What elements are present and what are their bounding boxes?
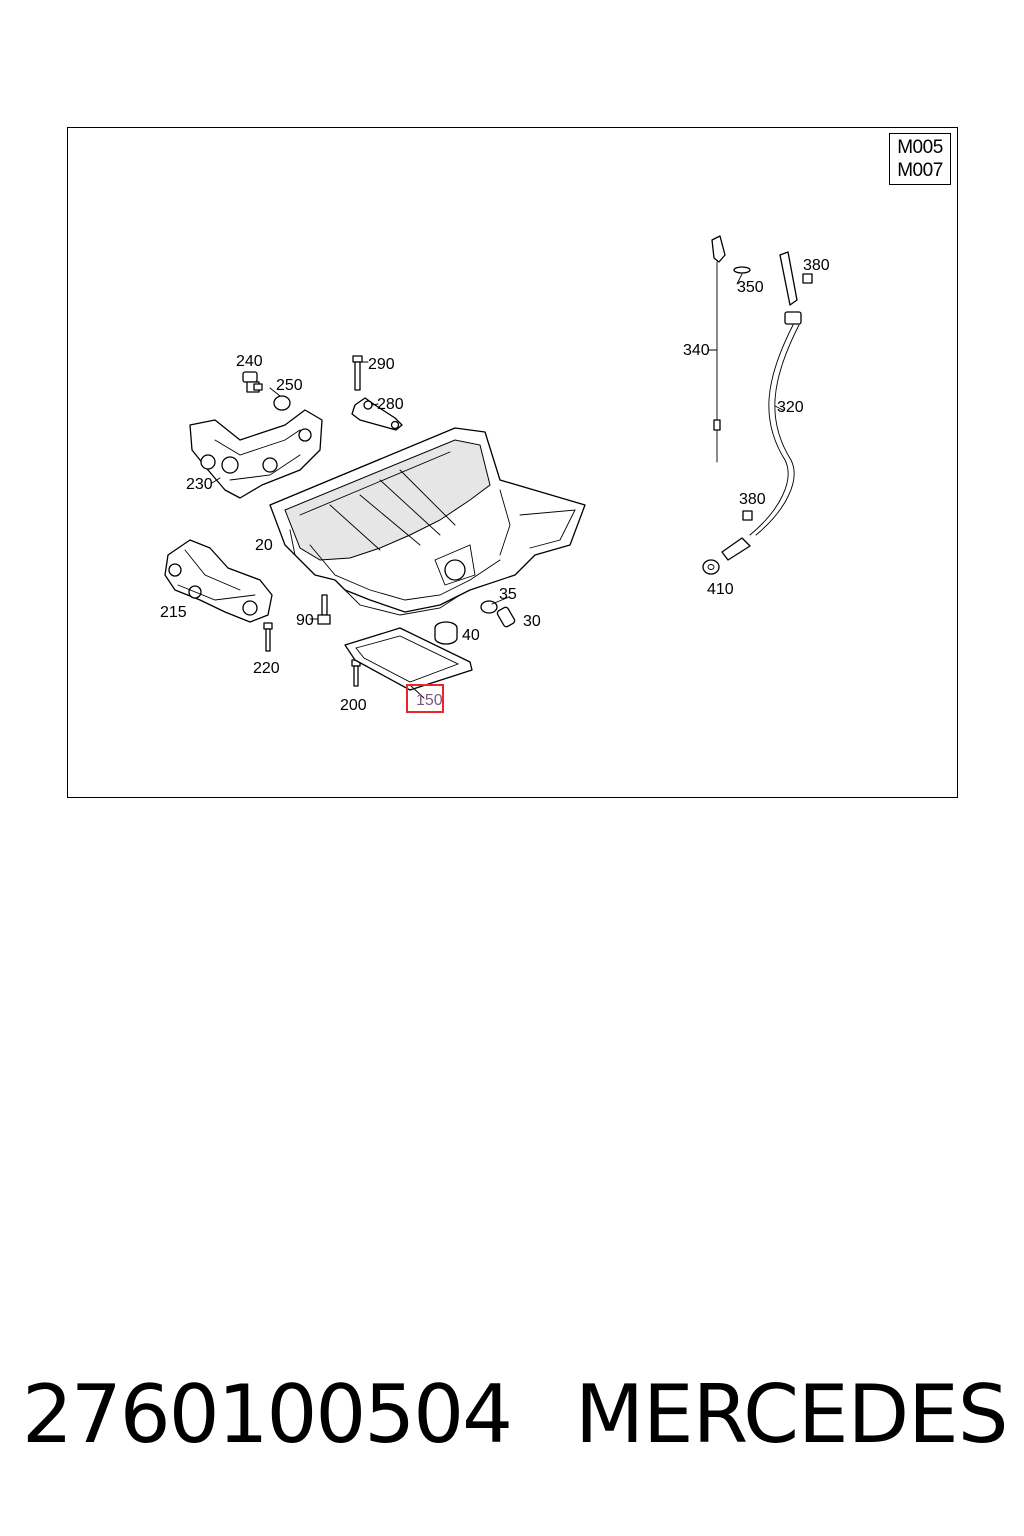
oil-pan xyxy=(269,427,586,616)
callout-290: 290 xyxy=(368,356,395,373)
callout-90: 90 xyxy=(296,612,314,629)
bracket-230 xyxy=(189,409,323,499)
bolt-240 xyxy=(242,371,263,393)
bolt-380-upper xyxy=(802,273,813,284)
bracket-215 xyxy=(164,539,273,623)
callout-150[interactable]: 150 xyxy=(416,692,443,709)
callout-340: 340 xyxy=(683,342,710,359)
callout-220: 220 xyxy=(253,660,280,677)
sleeve-250 xyxy=(273,395,291,411)
model-code-2: M007 xyxy=(897,160,943,181)
callout-230: 230 xyxy=(186,476,213,493)
callout-35: 35 xyxy=(499,586,517,603)
product-caption: 2760100504 MERCEDES xyxy=(0,1370,1024,1460)
callout-215: 215 xyxy=(160,604,187,621)
filter-40 xyxy=(434,621,458,645)
part-number: 2760100504 xyxy=(22,1368,513,1461)
callout-350: 350 xyxy=(737,279,764,296)
callout-280: 280 xyxy=(377,396,404,413)
callout-240: 240 xyxy=(236,353,263,370)
grommet-410 xyxy=(702,559,720,575)
plate-280 xyxy=(351,397,403,431)
brand-name: MERCEDES xyxy=(575,1368,1009,1461)
o-ring-350 xyxy=(733,266,751,274)
callout-20: 20 xyxy=(255,537,273,554)
callout-40: 40 xyxy=(462,627,480,644)
gasket-150 xyxy=(344,627,473,691)
leader-lines xyxy=(211,273,784,699)
callout-380-upper: 380 xyxy=(803,257,830,274)
callout-410: 410 xyxy=(707,581,734,598)
model-code-1: M005 xyxy=(897,137,943,158)
exploded-parts-diagram: 240 250 290 280 230 20 215 220 90 35 30 … xyxy=(160,235,830,714)
bolt-380-lower xyxy=(742,510,753,521)
bolt-200 xyxy=(351,659,361,687)
bolt-220 xyxy=(263,622,273,652)
guide-tube-320 xyxy=(721,251,802,561)
model-code-box: M005 M007 xyxy=(889,133,951,185)
dipstick-340 xyxy=(711,235,726,463)
bolt-290 xyxy=(352,355,363,391)
callout-320: 320 xyxy=(777,399,804,416)
callout-250: 250 xyxy=(276,377,303,394)
drain-plug-30 xyxy=(496,606,516,628)
bolt-90 xyxy=(317,594,331,625)
highlight-box-150 xyxy=(406,684,444,713)
callout-200: 200 xyxy=(340,697,367,714)
callout-30: 30 xyxy=(523,613,541,630)
callout-380-lower: 380 xyxy=(739,491,766,508)
